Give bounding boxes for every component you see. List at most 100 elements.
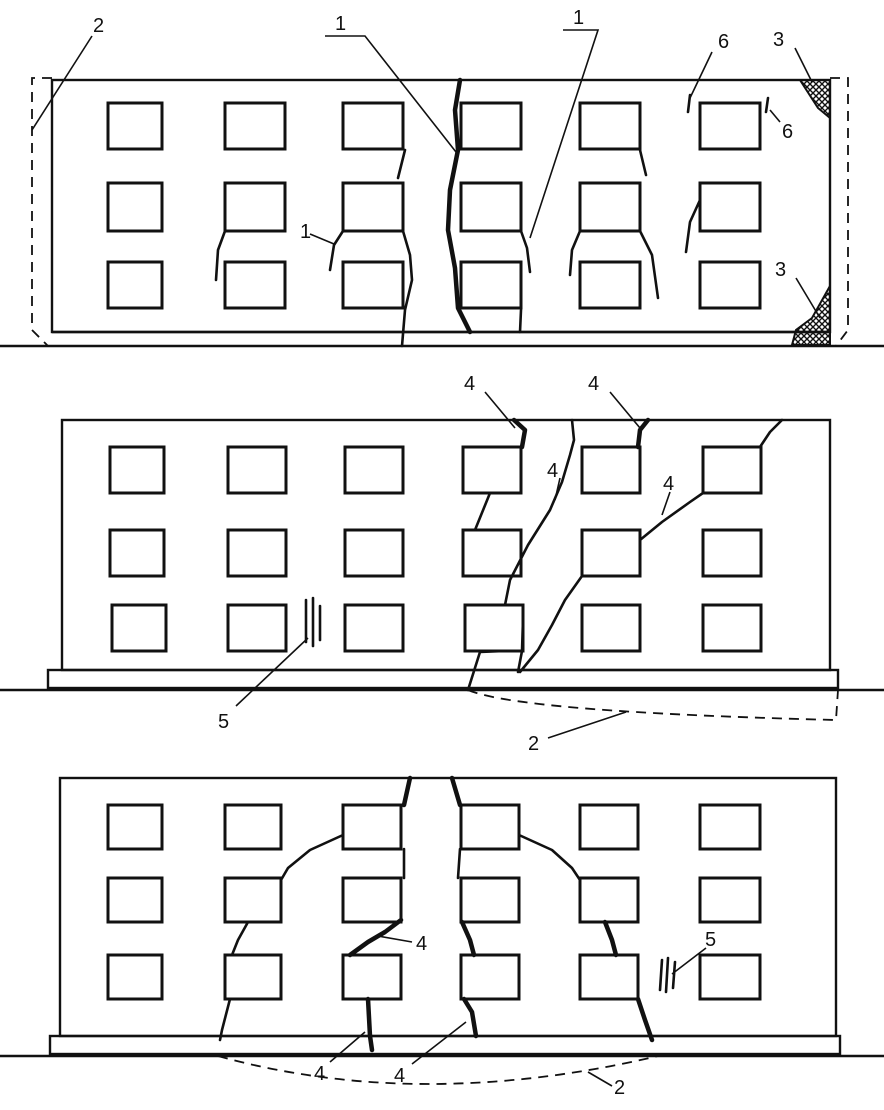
displaced-wall-left	[31, 77, 52, 347]
window	[223, 953, 283, 1001]
label-1: 1	[573, 7, 584, 29]
label-1: 1	[300, 221, 311, 243]
window	[341, 260, 405, 310]
window	[223, 181, 287, 233]
window	[580, 528, 642, 578]
window	[341, 101, 405, 151]
window	[698, 803, 762, 851]
window	[459, 181, 523, 233]
leader-4	[377, 935, 413, 943]
label-6: 6	[782, 121, 793, 143]
label-6: 6	[718, 31, 729, 53]
label-4: 4	[588, 373, 599, 395]
label-4: 4	[663, 473, 674, 495]
window	[461, 528, 523, 578]
window	[223, 101, 287, 151]
cracks-top	[214, 77, 770, 348]
label-5: 5	[218, 711, 229, 733]
window	[459, 953, 521, 1001]
settlement-outline	[217, 1055, 659, 1085]
windows-bottom	[106, 803, 762, 1001]
label-4: 4	[416, 933, 427, 955]
leader-4	[554, 477, 561, 501]
crack	[461, 996, 479, 1039]
window	[106, 953, 164, 1001]
label-4: 4	[314, 1063, 325, 1085]
window	[578, 181, 642, 233]
leader-3	[794, 47, 813, 83]
crack	[684, 198, 702, 254]
window	[223, 803, 283, 851]
crack	[635, 996, 655, 1043]
leader-4	[484, 391, 516, 429]
crack	[365, 996, 375, 1053]
window	[698, 876, 762, 924]
displaced-wall-right	[830, 77, 849, 347]
window	[106, 101, 164, 151]
window	[108, 445, 166, 495]
window	[341, 953, 403, 1001]
crack-vertical	[658, 958, 664, 992]
window	[578, 876, 640, 924]
settlement-outline	[467, 689, 839, 721]
panel-top: 1 1 1 2 3 3 6 6	[0, 7, 884, 348]
leader-1	[529, 29, 600, 239]
window	[701, 528, 763, 578]
window	[343, 528, 405, 578]
crushed-corner-lower	[790, 282, 831, 346]
leader-4	[329, 1031, 366, 1063]
window	[223, 876, 283, 924]
window	[578, 803, 640, 851]
crack	[638, 148, 648, 177]
leader-4	[661, 491, 671, 516]
leader-2	[547, 711, 627, 739]
window	[698, 181, 762, 233]
label-4: 4	[547, 460, 558, 482]
leader-3	[795, 277, 821, 319]
window	[343, 603, 405, 653]
window	[578, 101, 642, 151]
crack	[466, 649, 507, 692]
leader-1	[309, 233, 335, 245]
window	[580, 603, 642, 653]
leader-2	[587, 1071, 613, 1087]
window	[461, 445, 523, 495]
window	[106, 260, 164, 310]
window	[108, 528, 166, 578]
cracks-bottom	[218, 775, 677, 1053]
leader-5	[671, 947, 707, 975]
crack	[396, 148, 407, 180]
window	[578, 953, 640, 1001]
crack	[518, 308, 523, 334]
crack	[459, 919, 477, 958]
window	[459, 101, 523, 151]
leader-5	[235, 637, 309, 707]
crack-vertical	[664, 956, 670, 994]
leader-6	[769, 109, 781, 123]
leader-2	[31, 35, 93, 131]
window	[226, 445, 288, 495]
leader-4	[609, 391, 641, 429]
plinth	[48, 1034, 842, 1056]
window	[106, 803, 164, 851]
crack	[230, 920, 250, 957]
leader-6	[689, 51, 713, 99]
window	[459, 260, 523, 310]
crack	[519, 229, 532, 274]
crack	[214, 229, 227, 282]
crack-vertical-center	[445, 77, 473, 335]
window	[110, 603, 168, 653]
crack	[602, 919, 619, 958]
window	[341, 803, 403, 851]
label-4: 4	[464, 373, 475, 395]
crack-top	[449, 775, 463, 808]
window	[226, 603, 288, 653]
window	[578, 260, 642, 310]
window	[698, 953, 762, 1001]
panel-middle: 4 4 4 4 5 2	[0, 373, 884, 755]
window	[223, 260, 287, 310]
window	[459, 803, 521, 851]
window	[698, 101, 762, 151]
